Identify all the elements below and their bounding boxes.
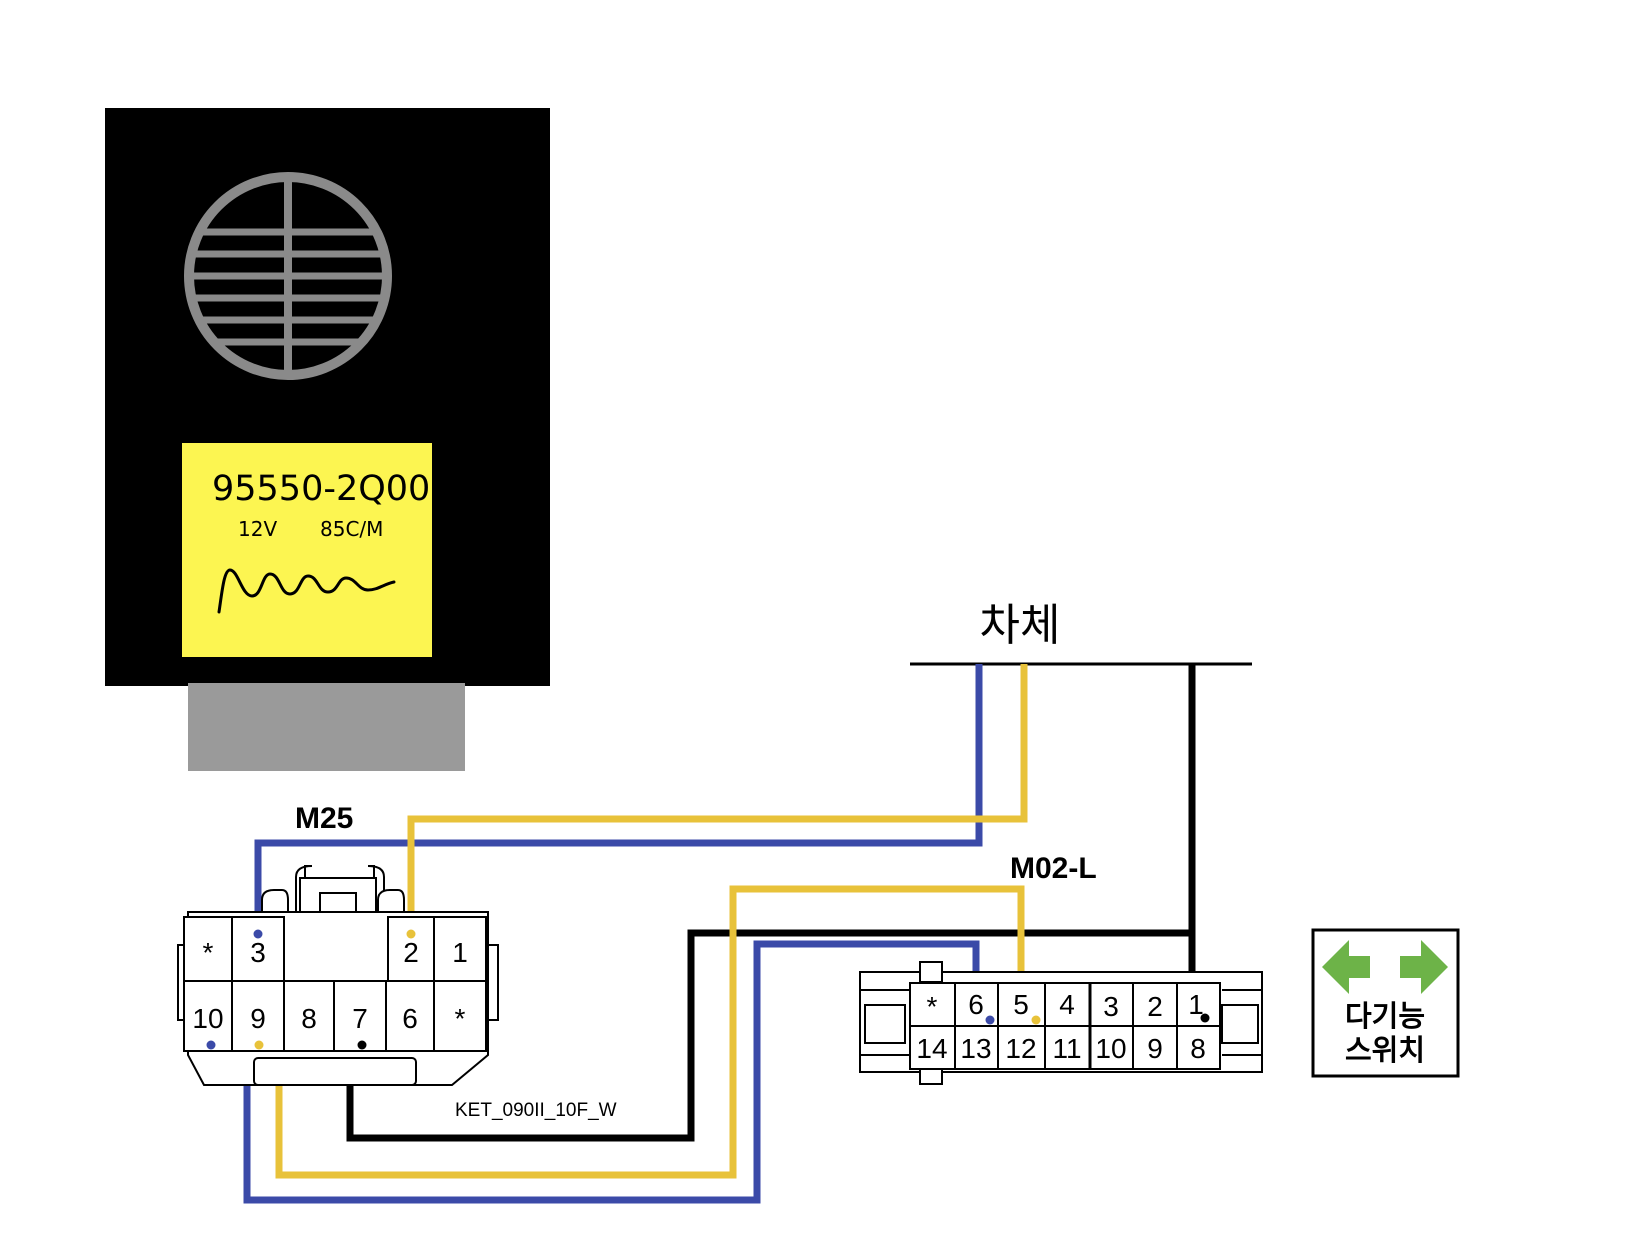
wire-yellow-m25-pin9-to-m02l-pin5 <box>275 885 1025 1179</box>
relay-grille-icon <box>184 172 392 380</box>
m25-pin-bottom-0: 10 <box>192 1003 223 1034</box>
relay-part-number: 95550-2Q000 <box>212 469 453 509</box>
m02l-pin-bottom-4: 10 <box>1095 1033 1126 1064</box>
relay-rating: 85C/M <box>320 517 383 541</box>
connector-m25-part-code: KET_090II_10F_W <box>455 1100 617 1121</box>
m25-pin7-dot <box>357 1040 367 1050</box>
m25-pin-bottom-4: 6 <box>402 1003 418 1034</box>
wire-black-m25-pin7-to-m02l-pin1 <box>346 929 1192 1142</box>
connector-m25: M25 * 3 2 1 10 9 8 7 6 * <box>177 802 617 1121</box>
m25-pin9-dot <box>254 1040 264 1050</box>
m02l-pin-top-5: 2 <box>1147 991 1163 1022</box>
m25-pin-top-2: 2 <box>403 937 419 968</box>
m25-pin-bottom-1: 9 <box>250 1003 266 1034</box>
m02l-pin-top-6: 1 <box>1188 989 1204 1020</box>
connector-m02l: M02-L * 6 5 4 3 2 1 14 13 12 11 10 <box>859 852 1263 1085</box>
m25-pin-top-1: 3 <box>250 937 266 968</box>
wire-blue-m25-pin10-to-m02l-pin6 <box>243 940 980 1204</box>
m02l-pin-bottom-0: 14 <box>916 1033 947 1064</box>
m02l-pin6-dot <box>985 1015 995 1025</box>
m02l-pin-top-2: 5 <box>1013 989 1029 1020</box>
switch-label-line1: 다기능 <box>1345 1000 1425 1033</box>
wire-blue-m25-pin3-to-ground <box>254 664 983 912</box>
m02l-pin-top-0: * <box>927 991 938 1022</box>
m02l-pin-bottom-6: 8 <box>1190 1033 1206 1064</box>
m02l-pin-bottom-1: 13 <box>960 1033 991 1064</box>
m02l-pin1-dot <box>1200 1013 1210 1023</box>
m25-pin-top-3: 1 <box>452 937 468 968</box>
relay-base <box>188 683 465 771</box>
switch-label-line2: 스위치 <box>1345 1034 1425 1067</box>
switch-box: 다기능 스위치 <box>1311 928 1460 1078</box>
wire-yellow-m25-pin2-to-ground <box>407 664 1028 912</box>
m02l-pin-bottom-2: 12 <box>1005 1033 1036 1064</box>
m02l-pin-top-1: 6 <box>968 989 984 1020</box>
ground-label: 차체 <box>980 601 1061 650</box>
m25-pin-bottom-2: 8 <box>301 1003 317 1034</box>
m25-pin-bottom-5: * <box>455 1003 466 1034</box>
m25-pin2-dot <box>406 929 416 939</box>
relay-signature <box>217 568 396 614</box>
relay-voltage: 12V <box>238 517 277 541</box>
m02l-pin-top-3: 4 <box>1059 989 1075 1020</box>
relay: 95550-2Q000 12V 85C/M <box>105 108 550 771</box>
connector-m02l-name: M02-L <box>1010 852 1097 885</box>
connector-m25-name: M25 <box>295 802 353 835</box>
m02l-pin5-dot <box>1031 1015 1041 1025</box>
m25-pin-bottom-3: 7 <box>352 1003 368 1034</box>
m02l-pin-top-4: 3 <box>1103 991 1119 1022</box>
left-right-arrows-icon <box>1322 940 1448 994</box>
m02l-pin-bottom-3: 11 <box>1052 1033 1081 1064</box>
relay-label-sticker <box>182 443 432 657</box>
wires <box>243 662 1252 1204</box>
m02l-pin-bottom-5: 9 <box>1147 1033 1163 1064</box>
m25-pin10-dot <box>206 1040 216 1050</box>
m25-pin-top-0: * <box>203 937 214 968</box>
m25-pin3-dot <box>253 929 263 939</box>
